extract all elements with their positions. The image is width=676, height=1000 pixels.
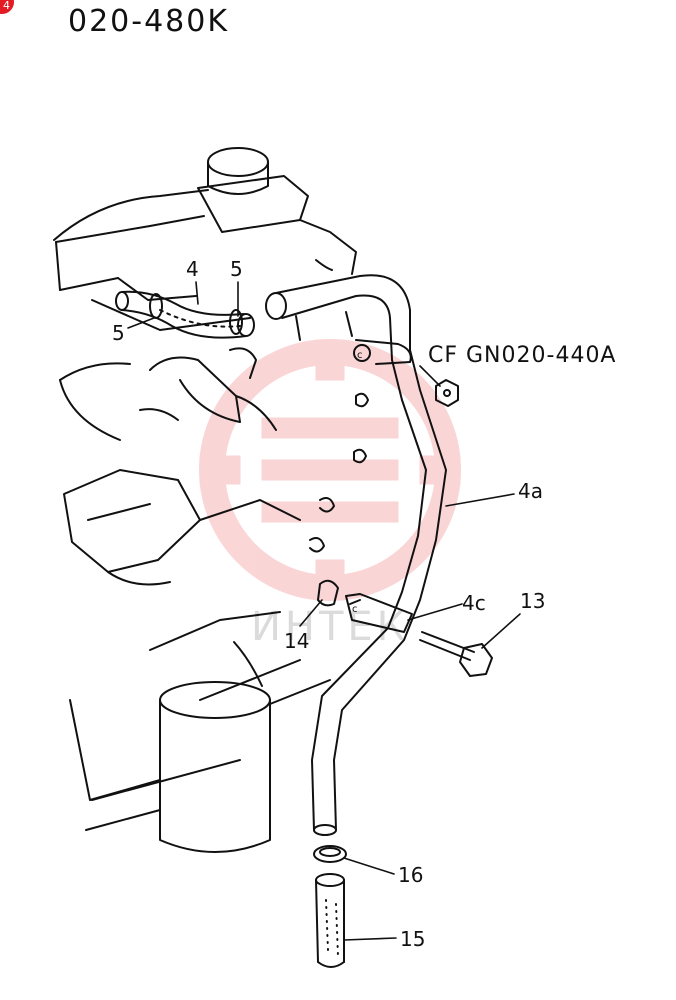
clamp-letter-1: c [357, 350, 363, 361]
callout-4c: 4c [462, 591, 486, 615]
clamp-letter-2: c [352, 604, 358, 615]
breather-pipe-4a [265, 274, 447, 836]
clip-5-left [149, 293, 163, 319]
callout-4a: 4a [518, 479, 543, 503]
hose-15 [315, 873, 345, 968]
callout-4: 4 [186, 257, 199, 281]
clip-5-right [229, 309, 243, 335]
callout-15: 15 [400, 927, 425, 951]
nut-cf [435, 379, 459, 407]
callout-13: 13 [520, 589, 545, 613]
clamp-4c [345, 593, 413, 633]
corner-mark: 4 [3, 0, 10, 12]
callout-5-top: 5 [230, 257, 243, 281]
callout-labels: 4 5 5 CF GN020-440A 4a 4c 13 14 16 15 c … [112, 257, 616, 951]
callout-14: 14 [284, 629, 309, 653]
leader-lines [127, 281, 521, 941]
callout-5-left: 5 [112, 321, 125, 345]
hose-4 [115, 290, 255, 339]
callout-cf-reference: CF GN020-440A [428, 343, 616, 368]
watermark-logo [199, 339, 461, 601]
engine-block-outline [53, 147, 369, 853]
part-number-title: 020-480K [68, 4, 230, 39]
callout-16: 16 [398, 863, 423, 887]
bolt-13 [419, 631, 493, 677]
clip-16 [313, 845, 347, 863]
